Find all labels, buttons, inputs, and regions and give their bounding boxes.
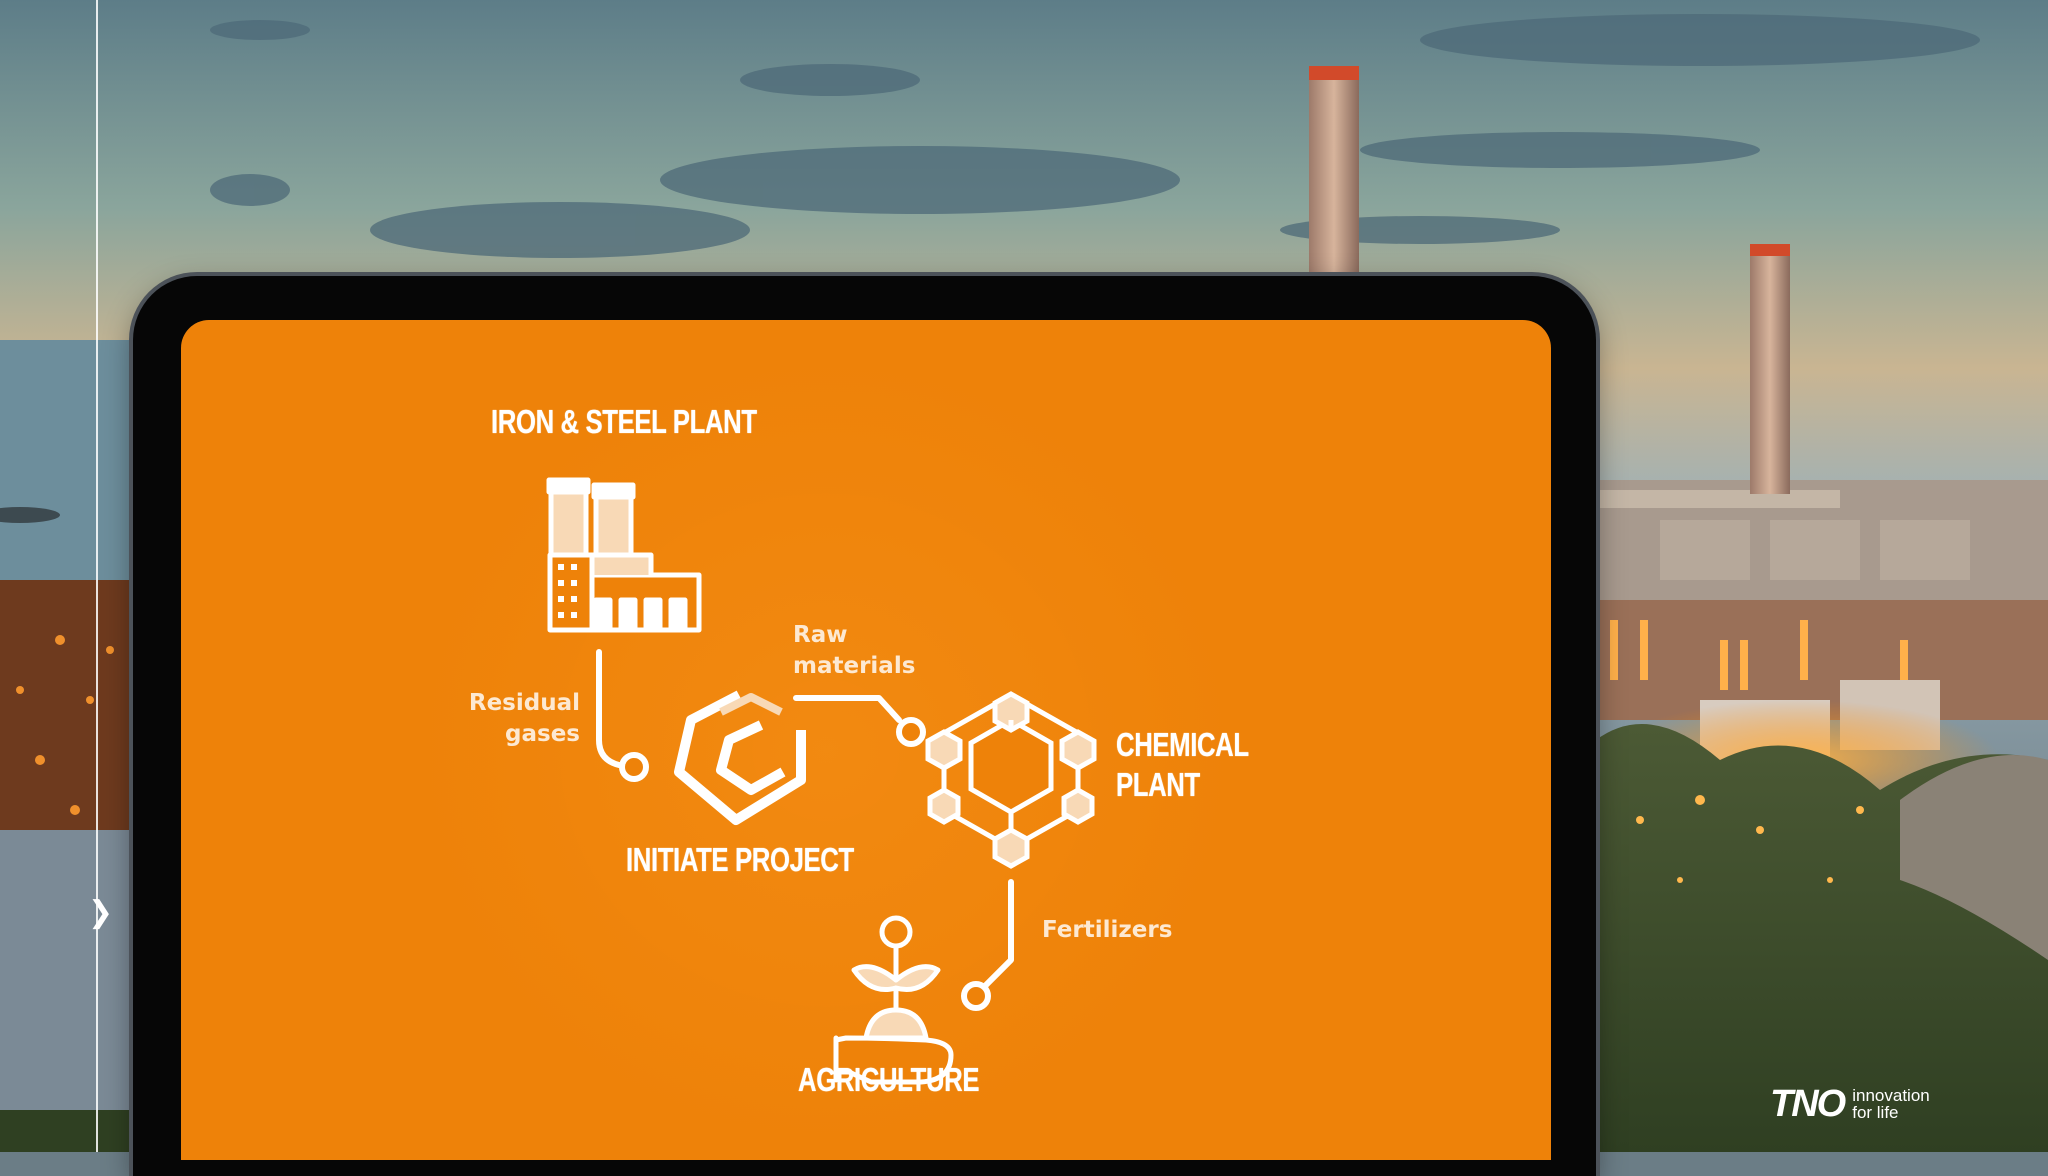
tno-logo: TNO innovation for life [1770,1084,1930,1124]
molecule-icon [925,691,1097,869]
connector-node-fertilizers [961,981,991,1011]
label-fertilizers: Fertilizers [1042,917,1173,943]
title-iron-steel-plant: IRON & STEEL PLANT [491,403,757,440]
connector-raw-materials [793,695,902,723]
initiate-hex-logo-icon [674,690,806,825]
connector-residual-gases [596,649,622,768]
next-chevron-icon[interactable]: ❯ [88,895,114,930]
connector-node-raw [896,717,926,747]
process-diagram [546,477,1097,1085]
tno-logo-mark: TNO [1770,1083,1846,1125]
plant-in-hand-icon [833,915,954,1085]
label-raw-materials: Raw materials [793,622,916,679]
factory-icon [546,477,702,633]
tablet-screen: IRON & STEEL PLANT INITIATE PROJECT CHEM… [181,320,1551,1160]
connector-fertilizers [983,879,1014,988]
title-initiate-project: INITIATE PROJECT [626,841,854,878]
title-chemical-plant: CHEMICAL PLANT [1116,726,1249,803]
title-agriculture: AGRICULTURE [798,1061,980,1098]
label-residual-gases: Residual gases [468,690,580,747]
connector-node-residual [619,752,649,782]
side-divider [96,0,98,1152]
tno-tagline: innovation for life [1852,1086,1930,1122]
